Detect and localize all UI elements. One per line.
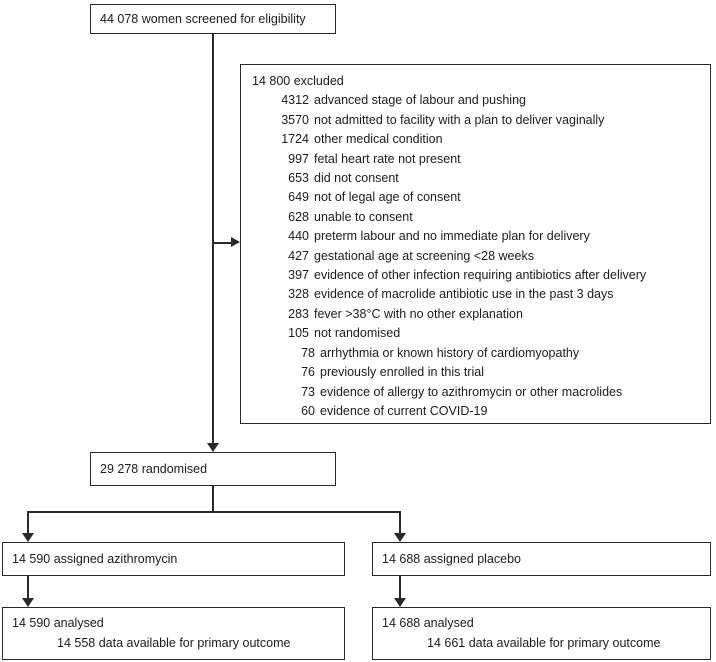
exclusion-count: 73 <box>301 384 315 399</box>
exclusion-label: fetal heart rate not present <box>314 151 461 166</box>
arrowhead-into-azithromycin-analysed <box>22 598 34 607</box>
exclusion-count: 78 <box>301 345 315 360</box>
exclusion-item: 60 evidence of current COVID-19 <box>241 402 710 421</box>
exclusion-item: 283 fever >38°C with no other explanation <box>241 305 710 324</box>
excluded-box: 14 800 excluded 4312 advanced stage of la… <box>240 64 711 424</box>
screened-box: 44 078 women screened for eligibility <box>90 4 336 34</box>
exclusion-item: 76 previously enrolled in this trial <box>241 363 710 382</box>
exclusion-label: not randomised <box>314 326 401 341</box>
exclusion-label: evidence of macrolide antibiotic use in … <box>314 287 614 302</box>
placebo-label: 14 688 assigned placebo <box>382 552 522 566</box>
exclusion-label: arrhythmia or known history of cardiomyo… <box>320 345 580 360</box>
exclusion-count: 283 <box>288 306 309 321</box>
exclusion-count: 76 <box>301 365 315 380</box>
exclusion-count: 397 <box>288 268 309 283</box>
placebo-analysed-line2: 14 661 data available for primary outcom… <box>427 636 661 650</box>
connector-to-azithromycin <box>27 511 29 534</box>
connector-azithromycin-to-analysed <box>27 576 29 599</box>
exclusion-label: advanced stage of labour and pushing <box>314 93 526 108</box>
exclusion-label: previously enrolled in this trial <box>320 365 484 380</box>
connector-randomised-stub <box>212 486 214 513</box>
exclusion-label: evidence of other infection requiring an… <box>314 268 647 283</box>
exclusion-label: fever >38°C with no other explanation <box>314 306 523 321</box>
exclusion-count: 649 <box>288 190 309 205</box>
exclusion-item: 427 gestational age at screening <28 week… <box>241 247 710 266</box>
connector-split-horizontal <box>27 511 401 513</box>
azithromycin-analysed-line2: 14 558 data available for primary outcom… <box>57 636 291 650</box>
exclusion-count: 60 <box>301 403 315 418</box>
exclusion-item: 105 not randomised <box>241 324 710 343</box>
exclusion-item: 997 fetal heart rate not present <box>241 150 710 169</box>
exclusion-count: 328 <box>288 287 309 302</box>
exclusion-count: 4312 <box>281 93 309 108</box>
exclusion-label: evidence of current COVID-19 <box>320 403 488 418</box>
arrowhead-into-placebo-analysed <box>394 598 406 607</box>
exclusion-item: 649 not of legal age of consent <box>241 188 710 207</box>
exclusion-item: 653 did not consent <box>241 169 710 188</box>
exclusion-label: did not consent <box>314 171 399 186</box>
exclusion-label: not admitted to facility with a plan to … <box>314 112 605 127</box>
exclusion-count: 997 <box>288 151 309 166</box>
exclusion-label: unable to consent <box>314 209 413 224</box>
exclusion-count: 3570 <box>281 112 309 127</box>
connector-placebo-to-analysed <box>399 576 401 599</box>
azithromycin-analysed-line1: 14 590 analysed <box>12 616 104 630</box>
arrowhead-into-randomised <box>207 443 219 452</box>
exclusion-label: not of legal age of consent <box>314 190 461 205</box>
excluded-title: 14 800 excluded <box>252 74 344 88</box>
exclusion-item: 397 evidence of other infection requiring… <box>241 266 710 285</box>
exclusion-label: gestational age at screening <28 weeks <box>314 248 534 263</box>
azithromycin-label: 14 590 assigned azithromycin <box>12 552 178 566</box>
exclusion-label: preterm labour and no immediate plan for… <box>314 229 590 244</box>
exclusion-item: 628 unable to consent <box>241 208 710 227</box>
placebo-analysed-line1: 14 688 analysed <box>382 616 474 630</box>
arrowhead-into-azithromycin <box>22 533 34 542</box>
connector-screened-to-randomised <box>212 33 214 444</box>
randomised-box: 29 278 randomised <box>90 452 336 486</box>
placebo-box: 14 688 assigned placebo <box>372 542 711 576</box>
azithromycin-box: 14 590 assigned azithromycin <box>2 542 345 576</box>
placebo-analysed-box: 14 688 analysed 14 661 data available fo… <box>372 607 711 660</box>
exclusion-item: 78 arrhythmia or known history of cardiom… <box>241 344 710 363</box>
exclusion-item: 3570 not admitted to facility with a plan… <box>241 111 710 130</box>
exclusion-count: 440 <box>288 229 309 244</box>
exclusion-count: 628 <box>288 209 309 224</box>
screened-label: 44 078 women screened for eligibility <box>100 12 306 26</box>
arrowhead-into-placebo <box>394 533 406 542</box>
connector-to-excluded <box>213 242 232 244</box>
exclusion-item: 328 evidence of macrolide antibiotic use … <box>241 285 710 304</box>
arrowhead-into-excluded <box>231 237 240 247</box>
exclusion-item: 4312 advanced stage of labour and pushing <box>241 91 710 110</box>
exclusion-count: 105 <box>288 326 309 341</box>
exclusion-count: 653 <box>288 171 309 186</box>
connector-to-placebo <box>399 511 401 534</box>
exclusion-item: 1724 other medical condition <box>241 130 710 149</box>
exclusion-label: other medical condition <box>314 132 443 147</box>
randomised-label: 29 278 randomised <box>100 462 208 476</box>
exclusion-count: 427 <box>288 248 309 263</box>
exclusion-label: evidence of allergy to azithromycin or o… <box>320 384 623 399</box>
azithromycin-analysed-box: 14 590 analysed 14 558 data available fo… <box>2 607 345 660</box>
exclusion-count: 1724 <box>281 132 309 147</box>
exclusion-item: 440 preterm labour and no immediate plan … <box>241 227 710 246</box>
exclusion-item: 73 evidence of allergy to azithromycin or… <box>241 383 710 402</box>
